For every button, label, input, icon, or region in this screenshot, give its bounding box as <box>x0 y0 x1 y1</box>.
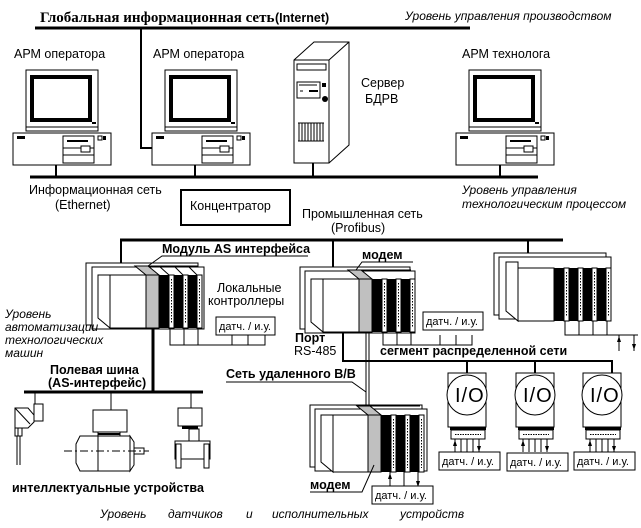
server-label-2: БДРВ <box>365 92 398 106</box>
sensor-box-3: датч. / и.у. <box>371 485 434 505</box>
remote-io-label: Сеть удаленного В/В <box>226 367 356 381</box>
sensor-box-2: датч. / и.у. <box>422 311 484 331</box>
svg-text:и: и <box>246 507 253 521</box>
svg-text:датчиков: датчиков <box>168 507 223 521</box>
level-production: Уровень управления производством <box>404 9 612 23</box>
ethernet-drops <box>55 163 501 177</box>
workstation-label: АРМ оператора <box>14 47 105 61</box>
internet-title: Глобальная информационная сеть <box>40 10 274 26</box>
level-automation-1: Уровень <box>4 307 51 321</box>
workstation-operator-1: АРМ оператора <box>12 47 112 166</box>
level-automation-3: технологических <box>5 333 104 347</box>
fieldbus-label-2: (AS-интерфейс) <box>48 376 146 390</box>
level-sensors: Уровень датчиков и исполнительных устрой… <box>99 507 464 521</box>
modem-top-pointer <box>355 261 413 271</box>
plc-local-controller-1 <box>85 262 266 392</box>
flowmeter-icon <box>174 407 211 469</box>
level-process-2: технологическим процессом <box>462 197 626 211</box>
ethernet-label-2: (Ethernet) <box>55 198 111 212</box>
internet-title-suffix: (Internet) <box>275 11 329 25</box>
smart-devices-label: интеллектуальные устройства <box>12 481 205 495</box>
fieldbus-label-1: Полевая шина <box>50 363 140 377</box>
level-automation-2: автоматизации <box>5 320 99 334</box>
workstation-label: АРМ технолога <box>462 47 550 61</box>
hub-box <box>180 189 291 226</box>
as-module-pointer <box>147 255 308 267</box>
internet-link <box>140 28 152 149</box>
modem-module-bottom <box>367 414 382 473</box>
plc-local-controller-3 <box>493 252 638 351</box>
workstation-technologist: АРМ технолога <box>455 47 555 166</box>
profibus-label-2: (Profibus) <box>331 221 385 235</box>
workstation-label: АРМ оператора <box>153 47 244 61</box>
sensor-box-1: датч. / и.у. <box>215 316 276 336</box>
svg-text:датч. / и.у.: датч. / и.у. <box>375 490 427 502</box>
port-label-2: RS-485 <box>294 344 336 358</box>
workstation-operator-2: АРМ оператора <box>151 47 251 166</box>
distributed-io-1: I/O датч. / и.у. <box>438 372 501 471</box>
svg-text:датч. / и.у.: датч. / и.у. <box>219 321 271 333</box>
plc-remote-io <box>309 404 428 487</box>
modem-top-label: модем <box>362 248 403 262</box>
sensor-box-label: датч. / и.у. <box>442 456 494 468</box>
as-module <box>145 274 160 329</box>
modem-bottom-label: модем <box>310 478 351 492</box>
level-process-1: Уровень управления <box>461 183 577 197</box>
profibus-label-1: Промышленная сеть <box>302 207 423 221</box>
segment-label: сегмент распределенной сети <box>380 344 567 358</box>
sensor-box-label: датч. / и.у. <box>510 457 562 469</box>
distributed-io-3: I/O датч. / и.у. <box>573 372 636 471</box>
plc-local-controller-2 <box>299 266 473 346</box>
svg-text:исполнительных: исполнительных <box>272 507 370 521</box>
local-controllers-label-1: Локальные <box>217 281 282 295</box>
temperature-sensor-icon <box>14 403 44 465</box>
svg-text:Уровень: Уровень <box>99 507 146 521</box>
modem-bottom-pointer <box>310 464 375 493</box>
port-label-1: Порт <box>295 331 325 345</box>
computer-icon <box>151 69 251 166</box>
distributed-io-2: I/O датч. / и.у. <box>506 372 569 472</box>
hub-label: Концентратор <box>190 199 271 213</box>
modem-module-top <box>358 278 373 333</box>
computer-icon <box>455 69 555 166</box>
ethernet-label-1: Информационная сеть <box>29 183 162 197</box>
local-controllers-label-2: контроллеры <box>208 294 284 308</box>
svg-text:устройств: устройств <box>399 507 464 521</box>
rs485-segment-bus <box>342 332 613 373</box>
computer-icon <box>12 69 112 166</box>
svg-text:датч. / и.у.: датч. / и.у. <box>426 316 478 328</box>
io-label: I/O <box>455 385 485 407</box>
sensor-box-label: датч. / и.у. <box>577 456 629 468</box>
io-label: I/O <box>590 385 620 407</box>
level-automation-4: машин <box>5 346 44 360</box>
motor-icon <box>64 409 149 473</box>
server-tower <box>293 41 350 164</box>
io-label: I/O <box>523 385 553 407</box>
remote-io-pointer <box>226 381 367 393</box>
server-label-1: Сервер <box>361 76 404 90</box>
io-modules <box>148 265 203 329</box>
as-module-label: Модуль AS интерфейса <box>162 242 311 256</box>
